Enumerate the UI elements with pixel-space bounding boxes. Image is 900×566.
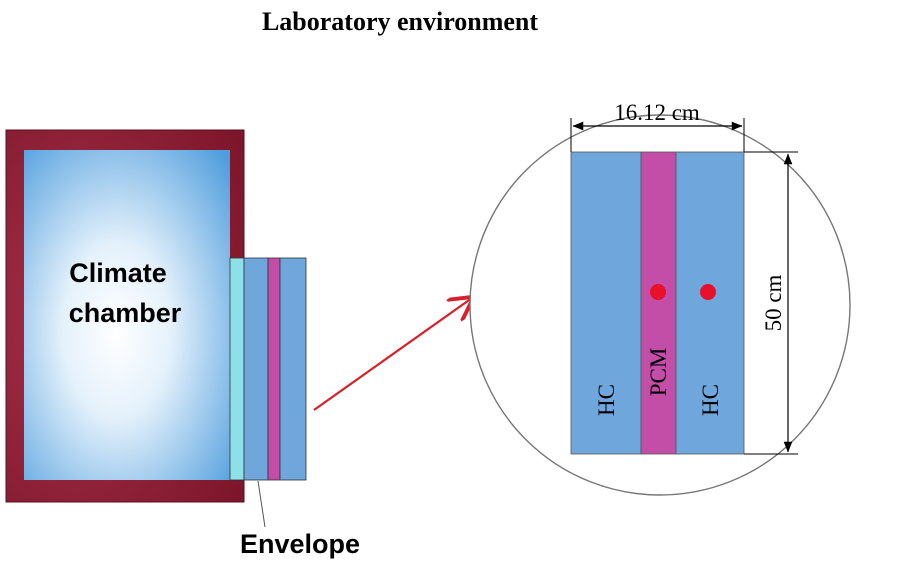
envelope-hc-layer-left <box>243 257 269 481</box>
detail-layer-label-hc-right: HC <box>698 384 723 416</box>
height-dimension: 50 cm <box>744 151 798 455</box>
detail-hc-layer-left <box>570 151 642 455</box>
chamber-label-line2: chamber <box>69 298 182 328</box>
envelope-sample <box>229 257 307 528</box>
detail-hc-layer-right <box>675 151 745 455</box>
envelope-hc-layer-right <box>279 257 307 481</box>
climate-chamber: Climate chamber <box>5 129 245 503</box>
detail-layer-label-pcm: PCM <box>646 348 671 397</box>
detail-pcm-layer <box>640 151 677 455</box>
envelope-leader-line <box>257 480 266 528</box>
chamber-label-line1: Climate <box>69 258 167 288</box>
envelope-label: Envelope <box>240 529 360 559</box>
chamber-interior <box>24 150 230 480</box>
height-dimension-label: 50 cm <box>761 274 786 331</box>
width-dimension: 16.12 cm <box>570 100 745 152</box>
sensor-dot-hc <box>700 284 716 300</box>
diagram-title: Laboratory environment <box>262 7 538 36</box>
sensor-dot-pcm <box>650 284 666 300</box>
detail-layer-label-hc-left: HC <box>594 384 619 416</box>
envelope-pcm-layer <box>267 257 281 481</box>
detail-layers: HC PCM HC <box>570 151 745 455</box>
width-dimension-label: 16.12 cm <box>614 100 700 125</box>
envelope-inner-strip <box>229 257 245 481</box>
zoom-arrow <box>313 298 472 411</box>
